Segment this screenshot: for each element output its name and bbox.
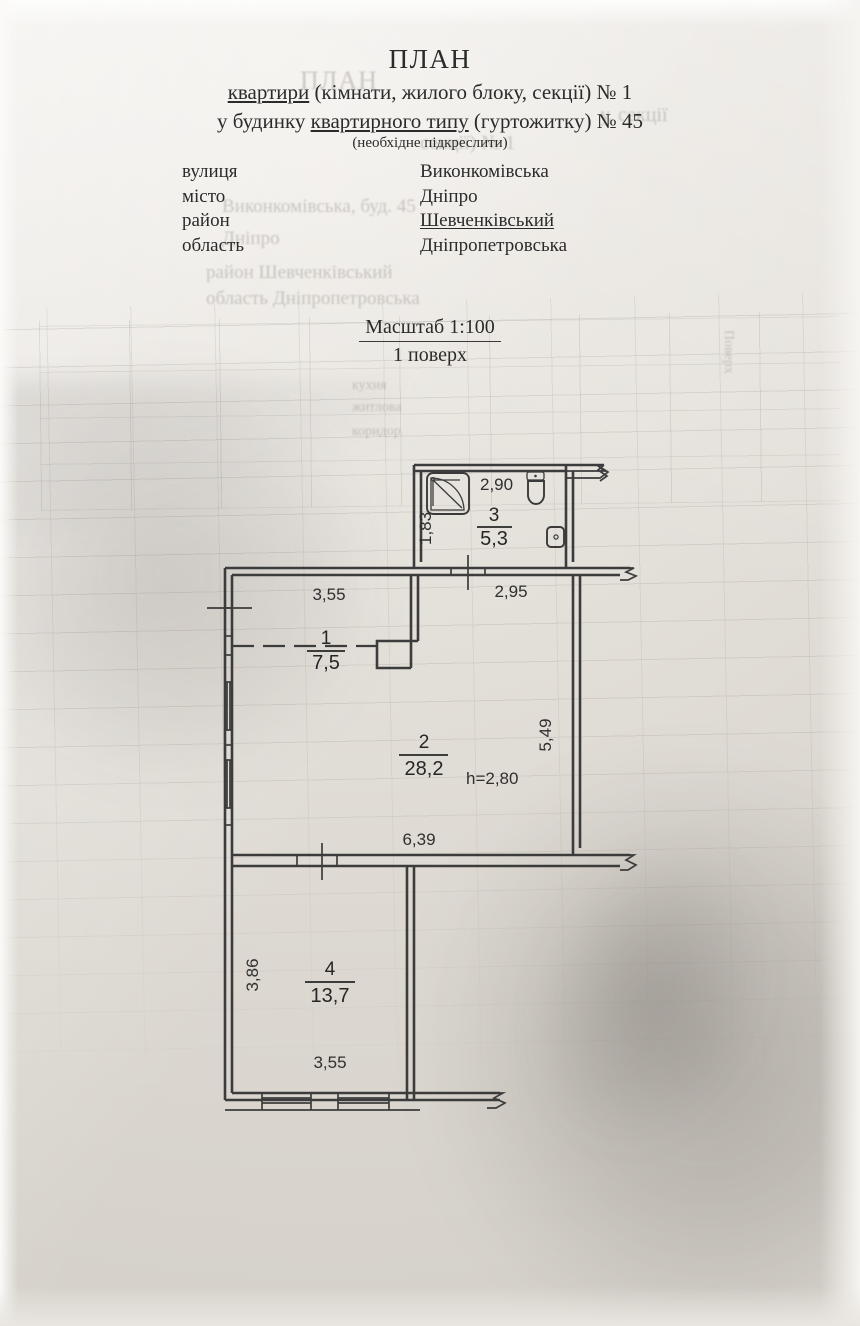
paper-edge-top <box>0 0 860 26</box>
dim-room2-height: 5,49 <box>536 718 555 751</box>
ghost-text-living: житлова <box>352 400 402 416</box>
paper-edge-bottom <box>0 1286 860 1326</box>
address-value-street: Виконкомівська <box>420 161 549 182</box>
shower-head-icon <box>430 476 436 482</box>
ghost-text-region: область Дніпропетровська <box>206 288 420 309</box>
wash-basin-icon <box>546 526 565 548</box>
address-block: вулиця Виконкомівська місто Дніпро район… <box>182 160 567 258</box>
room2-area: 28,2 <box>405 758 444 780</box>
room4-area: 13,7 <box>311 985 350 1007</box>
paper-edge-right <box>820 0 860 1326</box>
house-prefix: у будинку <box>216 109 306 133</box>
scale-label: Масштаб 1:100 <box>359 316 501 342</box>
address-row-city: місто Дніпро <box>182 185 567 210</box>
page-title: ПЛАН <box>388 44 472 74</box>
room2-number: 2 <box>419 732 430 753</box>
shower-diagonal-icon <box>432 479 463 509</box>
address-label-region: область <box>182 234 245 256</box>
scale-block: Масштаб 1:100 1 поверх <box>0 316 860 367</box>
dim-bath-width: 2,90 <box>480 475 513 494</box>
apartment-line: квартири (кімнати, жилого блоку, секції)… <box>0 80 860 105</box>
break-symbol-corridor <box>620 567 639 581</box>
ghost-text-section-number: секції) № 1 <box>420 132 516 154</box>
floor-label: 1 поверх <box>393 344 467 366</box>
address-value-city: Дніпро <box>420 185 478 207</box>
toilet-button-icon <box>534 474 537 478</box>
house-number-symbol: № <box>596 109 617 133</box>
address-label-city: місто <box>182 185 226 207</box>
address-value-region: Дніпропетровська <box>420 234 568 256</box>
toilet-cistern-icon <box>526 471 545 481</box>
dim-room1-width: 3,55 <box>312 585 345 604</box>
room1-area: 7,5 <box>312 652 340 674</box>
house-alternatives: (гуртожитку) <box>473 109 592 133</box>
dim-bath-depth: 1,83 <box>416 512 435 545</box>
address-row-region: область Дніпропетровська <box>182 234 567 259</box>
break-symbol-middle <box>620 854 638 871</box>
address-label-district: район <box>182 210 230 231</box>
dim-room2-width: 6,39 <box>402 830 435 849</box>
ghost-text-district: район Шевченківський <box>206 262 393 283</box>
photo-shadow-diagonal <box>0 380 400 530</box>
underline-instruction-note: (необхідне підкреслити) <box>352 135 508 151</box>
house-number: 45 <box>622 109 643 133</box>
break-zigzag-top <box>596 464 609 482</box>
house-type-keyword: квартирного типу <box>310 109 469 133</box>
apartment-keyword: квартири <box>227 80 310 104</box>
apartment-number: 1 <box>621 80 633 104</box>
room4-number: 4 <box>325 959 336 980</box>
basin-drain-icon <box>553 534 559 540</box>
paper-edge-left <box>0 0 18 1326</box>
address-value-district: Шевченківський <box>420 210 555 231</box>
toilet-bowl-icon <box>527 480 545 505</box>
apartment-alternatives: (кімнати, жилого блоку, секції) <box>314 80 592 104</box>
room1-number: 1 <box>321 628 332 649</box>
address-label-street: вулиця <box>182 161 238 182</box>
break-symbol-bottom <box>487 1092 507 1109</box>
apartment-number-symbol: № <box>596 80 617 104</box>
dim-corridor-width: 2,95 <box>494 582 527 601</box>
room3-number: 3 <box>489 505 500 526</box>
house-line: у будинку квартирного типу (гуртожитку) … <box>0 109 860 134</box>
dim-room4-height: 3,86 <box>243 958 262 991</box>
room1-wall-jog <box>375 639 418 670</box>
address-row-street: вулиця Виконкомівська <box>182 160 567 185</box>
ghost-text-kitchen: кухня <box>352 378 387 394</box>
shower-tray-icon <box>430 477 465 511</box>
address-row-district: район Шевченківський <box>182 209 567 234</box>
ghost-text-title: ПЛАН <box>300 66 378 95</box>
dim-room4-width: 3,55 <box>313 1053 346 1072</box>
room3-area: 5,3 <box>480 528 508 550</box>
ghost-text-corridor: коридор <box>352 424 401 440</box>
ghost-text-city: Дніпро <box>222 228 280 249</box>
ceiling-height-label: h=2,80 <box>466 769 518 788</box>
corner-shower-icon <box>426 472 470 515</box>
ghost-text-section: у, секції <box>600 104 668 126</box>
ghost-text-street: Виконкомівська, буд. 45 <box>222 196 416 217</box>
